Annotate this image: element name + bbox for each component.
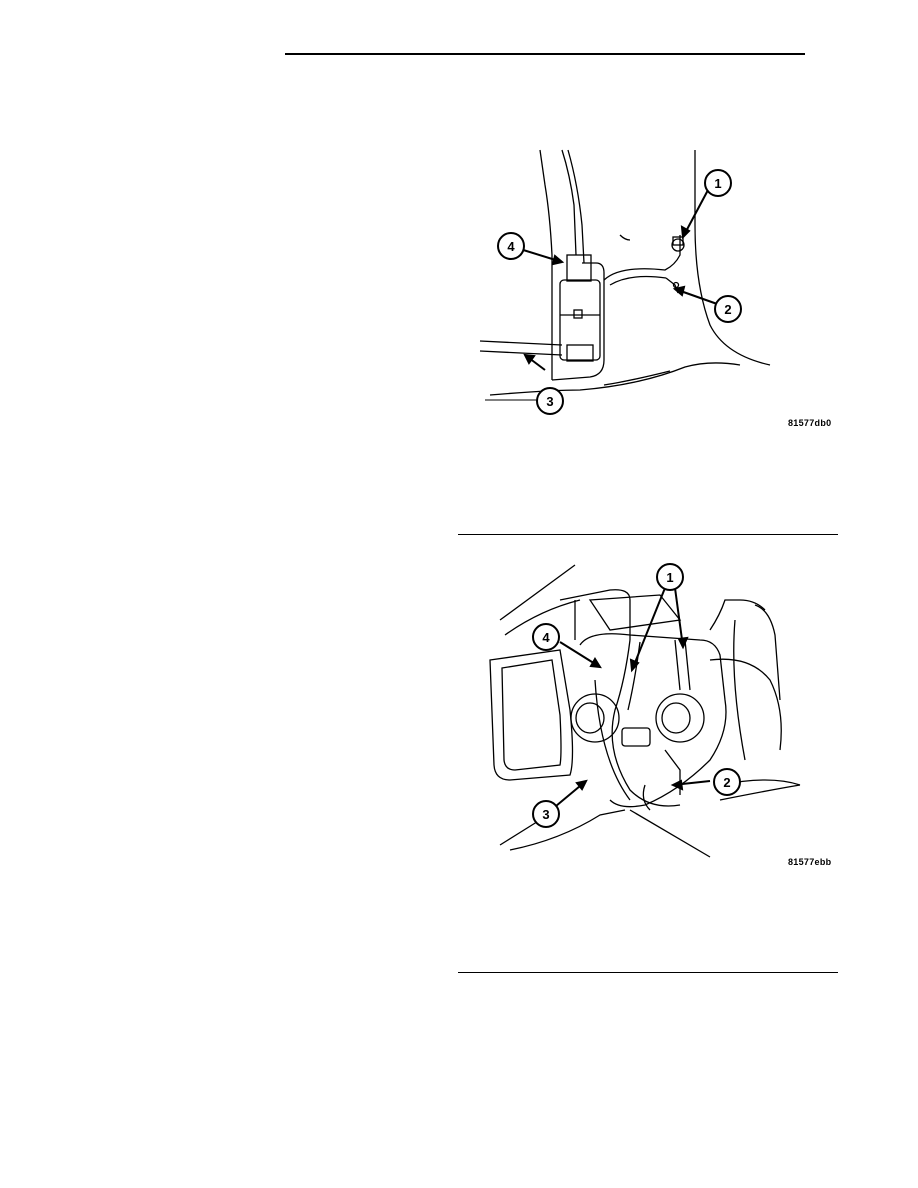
figure-2-callout-3: 3 [542,807,549,822]
figure-1-callout-1: 1 [714,176,721,191]
figure-2-callout-2: 2 [723,775,730,790]
figure-2-code: 81577ebb [788,857,832,867]
figure-1: 1 2 3 4 81577db0 [470,145,840,435]
bottom-rule [458,972,838,973]
figure-1-callout-4: 4 [507,239,515,254]
figure-2: 1 4 2 3 81577ebb [480,560,840,875]
figure-1-callout-3: 3 [546,394,553,409]
figure-2-callout-4: 4 [542,630,550,645]
figure-1-code: 81577db0 [788,418,832,428]
figure-1-illustration: 1 2 3 4 [479,149,771,415]
header-rule [285,53,805,55]
figure-2-illustration: 1 4 2 3 [489,563,801,858]
figure-1-callout-2: 2 [724,302,731,317]
figure-divider [458,534,838,535]
figure-2-callout-1: 1 [666,570,673,585]
